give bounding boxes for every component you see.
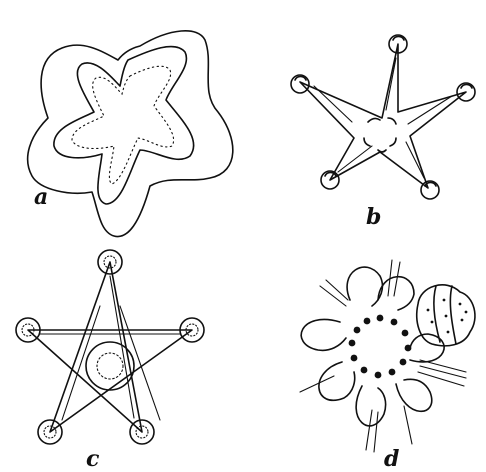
- figure-d: d: [300, 260, 475, 472]
- figure-a-bead-row-inner: [72, 66, 174, 184]
- figure-b-star-outline: [300, 44, 466, 188]
- figure-d-lobed-appendage: [417, 285, 475, 346]
- figure-c-center-disc: [86, 342, 134, 390]
- figure-c-inner-lines: [40, 276, 180, 420]
- figure-d-bead-ring: [349, 315, 412, 379]
- figure-c-label: c: [86, 446, 100, 472]
- figure-d-petals: [301, 267, 444, 426]
- figure-a: a: [28, 31, 233, 237]
- figure-c-center-bead-ring: [97, 353, 123, 379]
- figure-c-pentagram: [28, 262, 192, 432]
- figure-a-label: a: [34, 184, 48, 210]
- figure-b-center-marks: [364, 118, 396, 152]
- figure-b: b: [291, 35, 475, 230]
- figure-d-label: d: [384, 446, 399, 472]
- figure-c: c: [16, 250, 204, 472]
- figure-b-label: b: [366, 204, 381, 230]
